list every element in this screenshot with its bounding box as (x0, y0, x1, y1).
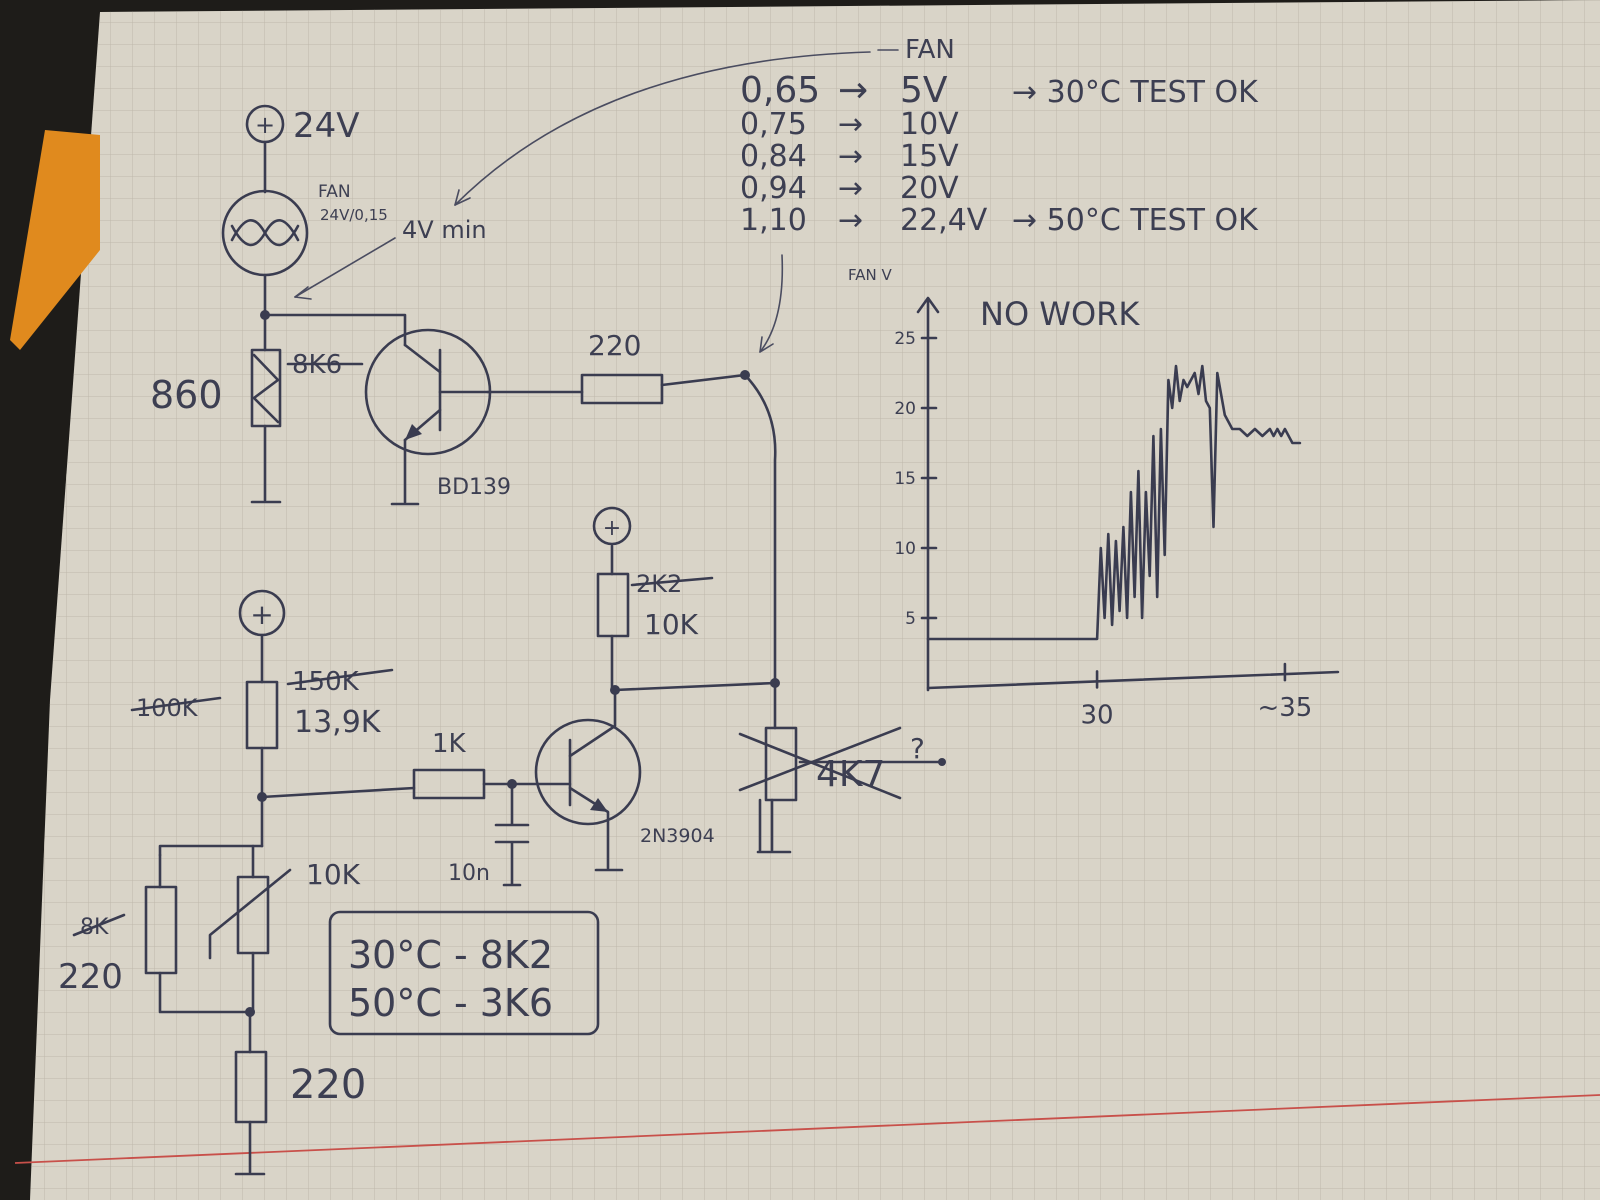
chart-x-tick-label: 30 (1081, 700, 1114, 730)
potentiometer-4k7-label: 4K7 (816, 754, 885, 795)
chart-ylabel: FAN V (848, 266, 893, 284)
fan-rating: 24V/0,15 (320, 206, 388, 224)
resistor-1k-label: 1K (432, 729, 467, 759)
plus-symbol: + (250, 598, 273, 631)
resistor-220-parallel-label: 220 (58, 957, 123, 997)
transistor-bd139-label: BD139 (437, 475, 511, 500)
table-input-value: 1,10 (740, 203, 807, 238)
table-input-value: 0,84 (740, 139, 807, 174)
table-arrow: → (838, 139, 863, 174)
orange-tab (10, 130, 100, 350)
table-fan-voltage: 22,4V (900, 203, 988, 238)
table-fan-voltage: 20V (900, 171, 959, 206)
plus-symbol: + (255, 111, 275, 139)
resistor-10k-collector-label: 10K (644, 608, 699, 641)
table-note: → 30°C TEST OK (1012, 75, 1259, 110)
plus-symbol: + (603, 516, 621, 541)
table-input-value: 0,94 (740, 171, 807, 206)
chart-series-line (926, 364, 1302, 641)
chart-x-tick-label: ~35 (1257, 693, 1312, 723)
resistor-220-base-label: 220 (588, 329, 641, 362)
fan-label: FAN (318, 182, 351, 202)
thermistor-10k-label: 10K (306, 858, 361, 891)
fan-voltage-chart: FAN V NO WORK 5 10 15 20 25 30 ~35 (848, 266, 1340, 730)
chart-y-tick-label: 5 (905, 609, 916, 629)
transistor-2n3904 (534, 688, 642, 872)
table-arrow: → (838, 107, 863, 142)
chart-title: NO WORK (980, 295, 1140, 333)
voltage-table: FAN 0,65 → 5V → 30°C TEST OK 0,75 → 10V 0,84 → 15… (740, 35, 1259, 238)
temperature-note-line2: 50°C - 3K6 (348, 981, 553, 1025)
table-input-value: 0,65 (740, 70, 820, 111)
resistor-13k9-label: 13,9K (294, 705, 382, 740)
potentiometer-4k7 (764, 726, 798, 802)
temperature-note-line1: 30°C - 8K2 (348, 933, 553, 977)
chart-y-tick-label: 10 (894, 539, 916, 559)
table-fan-voltage: 10V (900, 107, 959, 142)
transistor-2n3904-label: 2N3904 (640, 825, 715, 847)
margin-line (14, 1094, 1600, 1164)
capacitor-label: 10n (448, 861, 490, 886)
table-header: FAN (905, 35, 955, 65)
table-arrow: → (838, 70, 868, 111)
chart-y-tick-label: 15 (894, 469, 916, 489)
chart-y-tick-label: 25 (894, 329, 916, 349)
resistor-220-bottom-label: 220 (290, 1062, 366, 1108)
table-note: → 50°C TEST OK (1012, 203, 1259, 238)
supply-voltage-label: 24V (293, 106, 360, 146)
supply-terminal-collector: + (592, 506, 632, 546)
temperature-note-box (328, 910, 600, 1036)
table-arrow: → (838, 203, 863, 238)
resistor-860-label: 860 (150, 373, 223, 417)
table-fan-voltage: 15V (900, 139, 959, 174)
chart-x-axis (926, 670, 1340, 690)
table-input-value: 0,75 (740, 107, 807, 142)
table-fan-voltage: 5V (900, 70, 948, 111)
table-arrow: → (838, 171, 863, 206)
resistor-220-base (580, 373, 664, 405)
chart-y-tick-label: 20 (894, 399, 916, 419)
potentiometer-question-mark: ? (910, 732, 925, 765)
fan-min-note: 4V min (402, 216, 487, 244)
